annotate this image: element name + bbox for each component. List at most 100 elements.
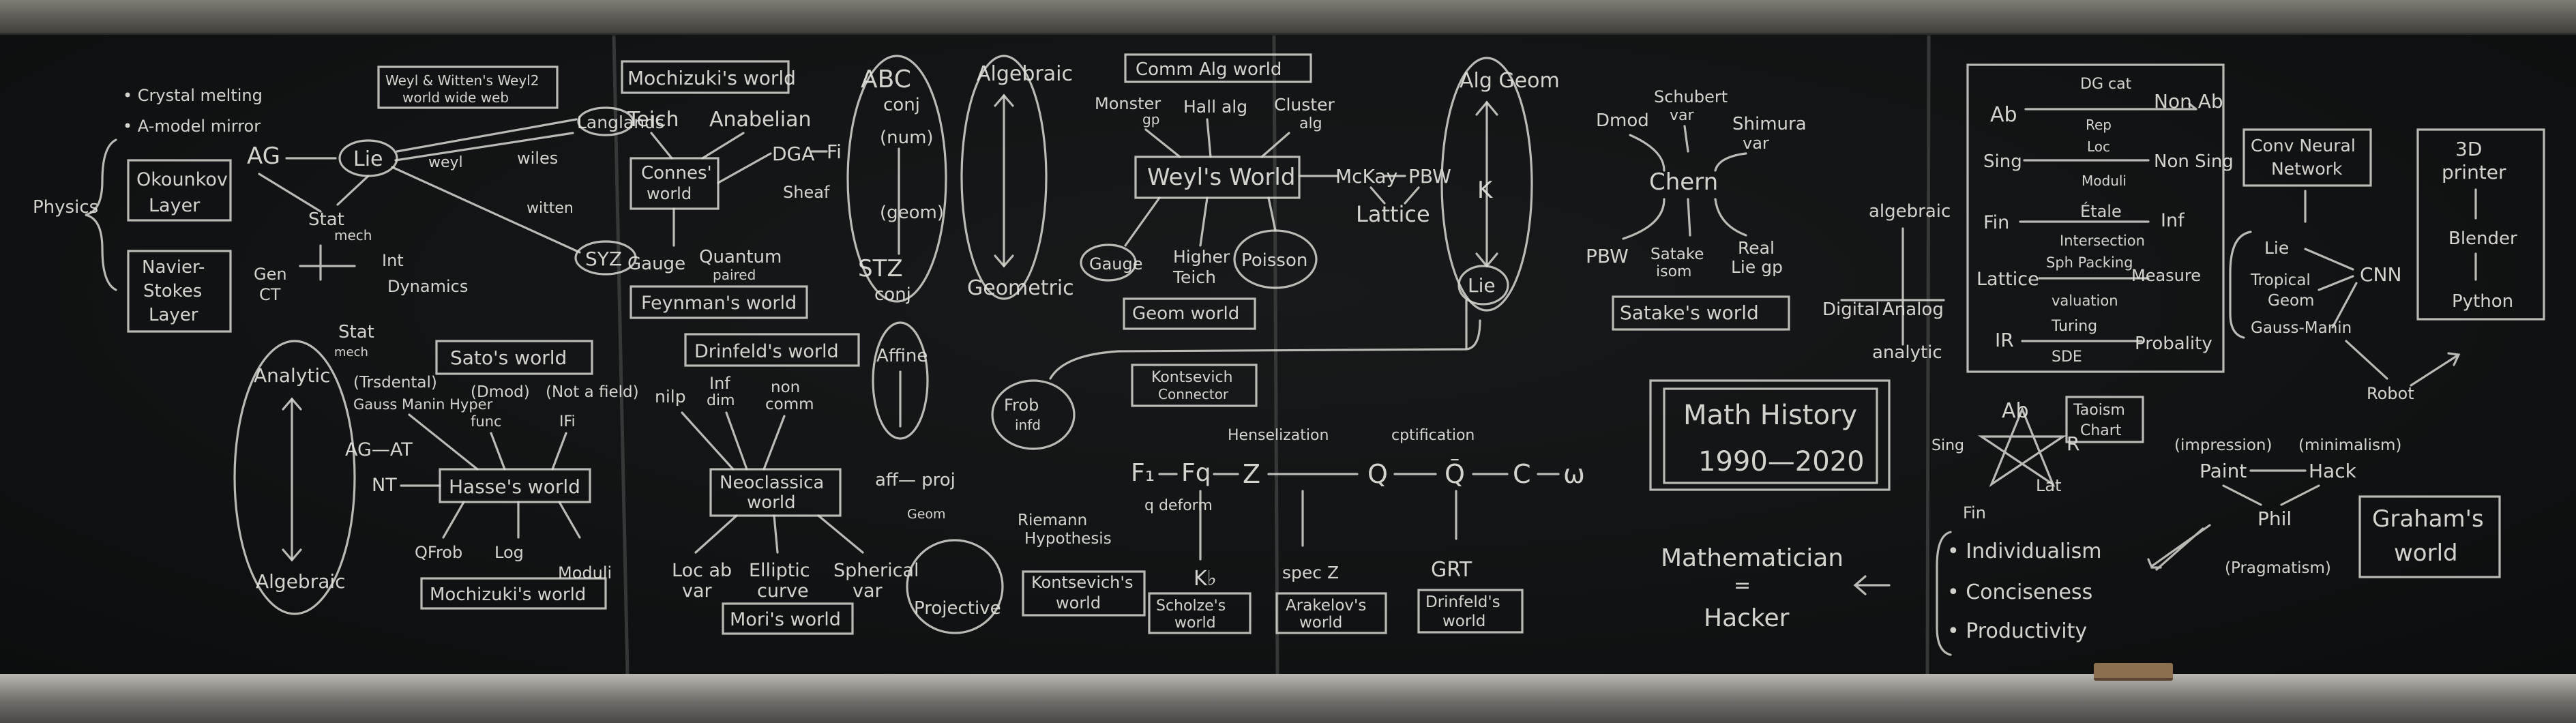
tropical-geom-text: Geom [2268, 292, 2314, 310]
drinfeld-world-box [684, 333, 860, 367]
bullets-brace [1936, 531, 1952, 656]
dga-text: DGA [772, 143, 814, 165]
ab-text: Ab [1990, 103, 2017, 127]
projective-oval [906, 539, 1004, 634]
fi-text-2: Fi [827, 141, 842, 163]
analytic-text-4: analytic [1872, 342, 1942, 363]
transcendental-text: (Trsdental) [353, 374, 437, 392]
fin-text: Fin [1983, 212, 2009, 233]
langlands-text: Langlands [577, 113, 664, 132]
star-fin-text: Fin [1963, 503, 1986, 522]
connes-world-text: world [647, 184, 692, 203]
satake-world-text: Satake's world [1620, 301, 1759, 324]
ab-nonab-arrow [2024, 102, 2197, 110]
abc-text: ABC [861, 65, 911, 93]
phil-text: Phil [2257, 507, 2292, 530]
frob-connector [1049, 319, 1481, 380]
dg-cat-text: DG cat [2080, 76, 2132, 93]
hypothesis-text: Hypothesis [1024, 530, 1112, 548]
math-history-years: 1990—2020 [1698, 446, 1865, 477]
weyls-world-text: Weyl's World [1147, 164, 1295, 191]
langlands-circle [577, 106, 634, 136]
crystal-melting-text: • Crystal melting [123, 86, 263, 105]
scholze-box [1148, 592, 1252, 634]
panel-2: Mochizuki's world Teich Anabelian Connes… [621, 60, 919, 635]
graham-world-text: world [2394, 540, 2458, 567]
panel-5: Ab DG cat Rep Non Ab Sing Loc Non Sing M… [1931, 63, 2545, 656]
pbw-text-4: PBW [1586, 245, 1629, 267]
scholze-world-text: world [1174, 615, 1216, 632]
weyl-witten-text: Weyl & Witten's Weyl2 [385, 72, 539, 89]
neoclassica-text: Neoclassica [720, 473, 824, 493]
kontsevich-connector-box [1131, 364, 1258, 407]
teich-text-3: Teich [1172, 267, 1216, 287]
graham-text: Graham's [2372, 505, 2484, 533]
shimura-var-text: var [1743, 134, 1769, 153]
frob-circle [991, 379, 1076, 450]
lattice-text: Lattice [1356, 201, 1430, 227]
dmod-text-4: Dmod [1596, 110, 1649, 131]
sheaf-text: Sheaf [783, 183, 830, 202]
kontsevich-text: Kontsevich's [1031, 573, 1134, 592]
cluster-alg-text: alg [1299, 115, 1322, 132]
fi-text: IFi [559, 413, 576, 430]
loc-var-text: var [682, 580, 713, 602]
cnn-text: CNN [2360, 263, 2401, 286]
cnn-links [2304, 248, 2358, 329]
bullet-3-text: • Productivity [1947, 619, 2087, 643]
dmod-text: (Dmod) [471, 383, 530, 401]
analytic-algebraic-oval [233, 340, 356, 615]
duality-box [1966, 63, 2225, 373]
chern-up-links [1629, 125, 1747, 172]
neoclassica-links [694, 514, 864, 554]
moduli-text: Moduli [558, 563, 612, 582]
stat-mech-top-text: Stat [308, 209, 344, 230]
printer-box [2416, 128, 2545, 321]
math-history-outer-box [1649, 379, 1891, 491]
alg-geom-arrowheads [994, 93, 1014, 268]
star-lat-text: Lat [2036, 476, 2062, 495]
pragmatism-text: (Pragmatism) [2225, 559, 2331, 577]
comm-text: comm [765, 396, 814, 413]
satos-world-text: Sato's world [450, 346, 567, 369]
aff-proj-text: aff— proj [875, 470, 956, 490]
lattice-links [1370, 186, 1420, 205]
non-text: non [771, 379, 800, 396]
kontsevich-world-box [1022, 570, 1146, 617]
probality-text: Probality [2135, 334, 2212, 354]
okounkov-box [127, 159, 232, 222]
anabelian-text: Anabelian [709, 108, 812, 132]
geom-world-text: Geom world [1132, 304, 1239, 324]
conv-neural-text: Conv Neural [2251, 136, 2356, 156]
algebraic-text: Algebraic [256, 570, 346, 593]
real-text: Real [1738, 238, 1775, 258]
comm-alg-box [1124, 53, 1312, 83]
valuation-text: valuation [2052, 293, 2118, 309]
equals-text: = [1734, 574, 1751, 597]
productivity-text: Productivity [1966, 619, 2087, 643]
arakelov-box [1275, 592, 1387, 634]
omega-text: ω [1563, 459, 1585, 489]
okounkov-layer-text: Layer [149, 195, 201, 216]
z-text: Z [1243, 459, 1260, 489]
hacker-arrow [1853, 575, 1891, 595]
neoclassica-box [709, 468, 842, 517]
geometric-text: Geometric [967, 276, 1074, 300]
weyl-small-text: weyl [428, 154, 463, 171]
num-text: (num) [880, 128, 934, 148]
teich-text: Teich [627, 108, 679, 132]
projective-text: Projective [914, 598, 1001, 619]
dim-text: dim [707, 392, 735, 409]
cptification-text: cptification [1391, 427, 1475, 444]
drinfeld-links [681, 411, 786, 471]
kontsevich-connector-text: Kontsevich [1151, 369, 1233, 386]
elliptic-text: Elliptic [749, 560, 810, 581]
sph-packing-text: Sph Packing [2046, 254, 2133, 271]
schubert-var-text: var [1670, 107, 1695, 124]
sde-text: SDE [2052, 349, 2082, 366]
frob-text: Frob [1004, 396, 1039, 415]
loc-text: Loc [2087, 138, 2110, 155]
witten-text: witten [527, 200, 574, 217]
a-model-mirror-text: • A-model mirror [123, 117, 261, 136]
non-sing-text: Non Sing [2154, 151, 2234, 172]
